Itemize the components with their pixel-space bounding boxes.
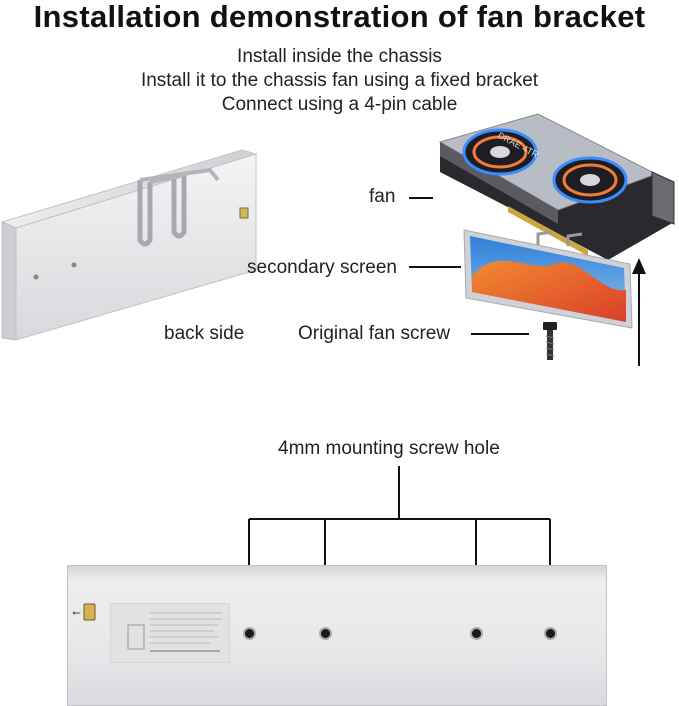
back-side-bracket-image (0, 149, 258, 341)
screw-icon (543, 322, 557, 360)
mounting-hole (319, 627, 332, 640)
mounting-hole (243, 627, 256, 640)
back-side-label: back side (164, 323, 245, 344)
usb-port-icon: ⭠ (72, 603, 96, 621)
step-1-text: Install inside the chassis (237, 46, 442, 67)
mounting-hole (470, 627, 483, 640)
svg-text:⭠: ⭠ (72, 606, 81, 619)
secondary-screen-leader-line (409, 266, 461, 268)
mounting-hole-label: 4mm mounting screw hole (278, 438, 500, 459)
graphics-card-image (438, 113, 675, 260)
fan-screw-leader-line (471, 333, 529, 335)
secondary-screen-label: secondary screen (247, 257, 397, 278)
step-3-text: Connect using a 4-pin cable (221, 94, 458, 115)
step-2-text: Install it to the chassis fan using a fi… (140, 70, 539, 91)
page-title: Installation demonstration of fan bracke… (33, 0, 646, 34)
mounting-hole (544, 627, 557, 640)
fan-label: fan (369, 186, 396, 207)
product-label-sticker (110, 603, 230, 663)
fan-leader-line (409, 197, 433, 199)
up-arrow-icon (632, 258, 646, 366)
original-fan-screw-label: Original fan screw (298, 323, 451, 344)
secondary-screen-image (463, 229, 633, 329)
